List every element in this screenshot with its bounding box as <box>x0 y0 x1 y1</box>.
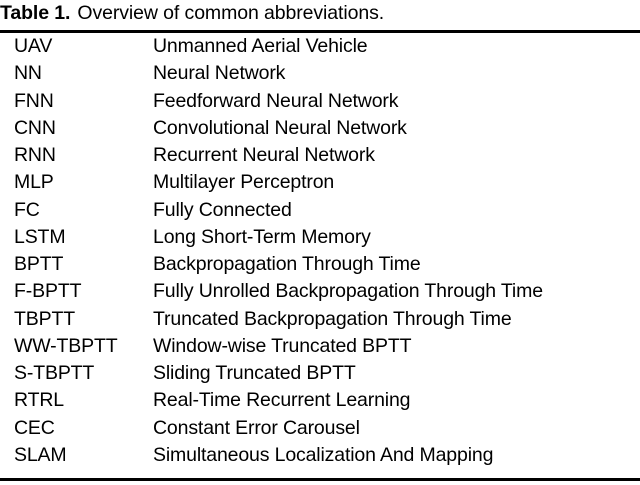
definition-cell: Simultaneous Localization And Mapping <box>153 443 494 466</box>
table-row: FC Fully Connected <box>0 197 640 224</box>
definition-cell: Long Short-Term Memory <box>153 225 371 248</box>
table-row: BPTT Backpropagation Through Time <box>0 251 640 278</box>
table-row: SLAM Simultaneous Localization And Mappin… <box>0 442 640 469</box>
definition-cell: Truncated Backpropagation Through Time <box>153 307 512 330</box>
definition-cell: Backpropagation Through Time <box>153 253 421 275</box>
abbreviation-cell: WW-TBPTT <box>14 334 118 357</box>
abbreviation-cell: UAV <box>14 35 53 57</box>
definition-cell: Sliding Truncated BPTT <box>153 362 356 384</box>
abbreviation-cell: TBPTT <box>14 307 75 330</box>
table-row: NN Neural Network <box>0 60 640 87</box>
table-caption: Table 1. Overview of common abbreviations… <box>0 1 640 27</box>
definition-cell: Fully Connected <box>153 198 292 221</box>
table-row: F-BPTT Fully Unrolled Backpropagation Thr… <box>0 278 640 305</box>
abbreviation-cell: LSTM <box>14 225 66 248</box>
table-row: MLP Multilayer Perceptron <box>0 169 640 196</box>
table-bottom-rule <box>0 478 640 481</box>
table-row: RNN Recurrent Neural Network <box>0 142 640 169</box>
abbreviation-cell: BPTT <box>14 253 64 275</box>
table-row: FNN Feedforward Neural Network <box>0 88 640 115</box>
table-row: CNN Convolutional Neural Network <box>0 115 640 142</box>
abbreviation-cell: CEC <box>14 416 55 439</box>
table-row: WW-TBPTT Window-wise Truncated BPTT <box>0 333 640 360</box>
table-row: TBPTT Truncated Backpropagation Through T… <box>0 306 640 333</box>
table-row: CEC Constant Error Carousel <box>0 415 640 442</box>
table-row: LSTM Long Short-Term Memory <box>0 224 640 251</box>
table-row: S-TBPTT Sliding Truncated BPTT <box>0 360 640 387</box>
definition-cell: Recurrent Neural Network <box>153 144 375 166</box>
definition-cell: Convolutional Neural Network <box>153 116 407 139</box>
abbreviation-cell: SLAM <box>14 443 67 466</box>
table-caption-text: Overview of common abbreviations. <box>77 2 385 24</box>
abbreviation-cell: F-BPTT <box>14 280 82 303</box>
table-caption-label: Table 1. <box>0 2 71 24</box>
definition-cell: Window-wise Truncated BPTT <box>153 334 412 357</box>
abbreviation-cell: FNN <box>14 89 54 112</box>
table-row: RTRL Real-Time Recurrent Learning <box>0 387 640 414</box>
abbreviation-cell: S-TBPTT <box>14 362 95 384</box>
definition-cell: Fully Unrolled Backpropagation Through T… <box>153 280 543 303</box>
table-row: UAV Unmanned Aerial Vehicle <box>0 33 640 60</box>
definition-cell: Constant Error Carousel <box>153 416 360 439</box>
abbreviation-cell: FC <box>14 198 40 221</box>
table-top-rule <box>0 30 640 33</box>
abbreviation-cell: MLP <box>14 171 54 194</box>
definition-cell: Real-Time Recurrent Learning <box>153 389 411 412</box>
abbreviation-cell: NN <box>14 62 42 85</box>
abbreviation-cell: RTRL <box>14 389 64 412</box>
definition-cell: Multilayer Perceptron <box>153 171 335 194</box>
abbreviation-cell: CNN <box>14 116 56 139</box>
definition-cell: Unmanned Aerial Vehicle <box>153 35 368 57</box>
definition-cell: Neural Network <box>153 62 286 85</box>
abbreviation-cell: RNN <box>14 144 56 166</box>
definition-cell: Feedforward Neural Network <box>153 89 399 112</box>
